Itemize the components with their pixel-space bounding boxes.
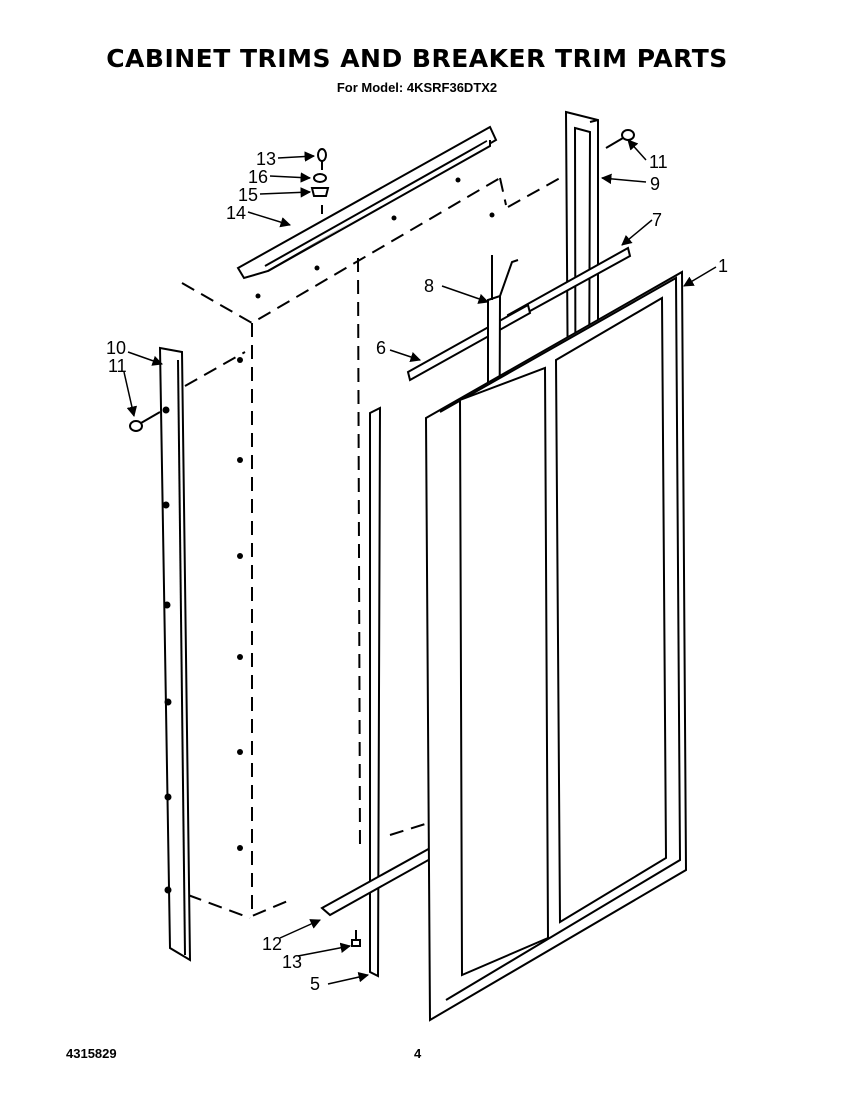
callout-label: 1 xyxy=(718,256,728,276)
callout-label: 7 xyxy=(652,210,662,230)
right-screw-part-11 xyxy=(605,129,635,149)
left-screw-part-11 xyxy=(129,411,161,432)
callout-label: 10 xyxy=(106,338,126,358)
callout-label: 5 xyxy=(310,974,320,994)
callout-label: 16 xyxy=(248,167,268,187)
callout-label: 15 xyxy=(238,185,258,205)
callout-arrows xyxy=(123,139,717,985)
callout-labels: 13 16 15 14 11 9 7 1 8 10 11 6 12 13 5 xyxy=(106,149,728,994)
callout-label: 13 xyxy=(256,149,276,169)
bottom-screw-part-13 xyxy=(351,930,361,947)
callout-label: 8 xyxy=(424,276,434,296)
model-subtitle: For Model: 4KSRF36DTX2 xyxy=(336,80,498,95)
page-title: CABINET TRIMS AND BREAKER TRIM PARTS xyxy=(106,44,728,73)
left-side-trim-part-10 xyxy=(158,346,192,962)
document-number: 4315829 xyxy=(66,1046,117,1061)
cabinet-holes xyxy=(237,177,495,851)
callout-label: 12 xyxy=(262,934,282,954)
callout-label: 14 xyxy=(226,203,246,223)
center-trim-part-5 xyxy=(369,406,382,978)
top-trim-part-14 xyxy=(236,125,498,280)
callout-label: 9 xyxy=(650,174,660,194)
callout-label: 6 xyxy=(376,338,386,358)
callout-label: 11 xyxy=(108,356,127,376)
top-hardware-13-16-15 xyxy=(310,148,330,214)
callout-label: 11 xyxy=(649,152,668,172)
callout-label: 13 xyxy=(282,952,302,972)
page-number: 4 xyxy=(414,1046,422,1061)
breaker-frame-part-1 xyxy=(424,270,688,1022)
